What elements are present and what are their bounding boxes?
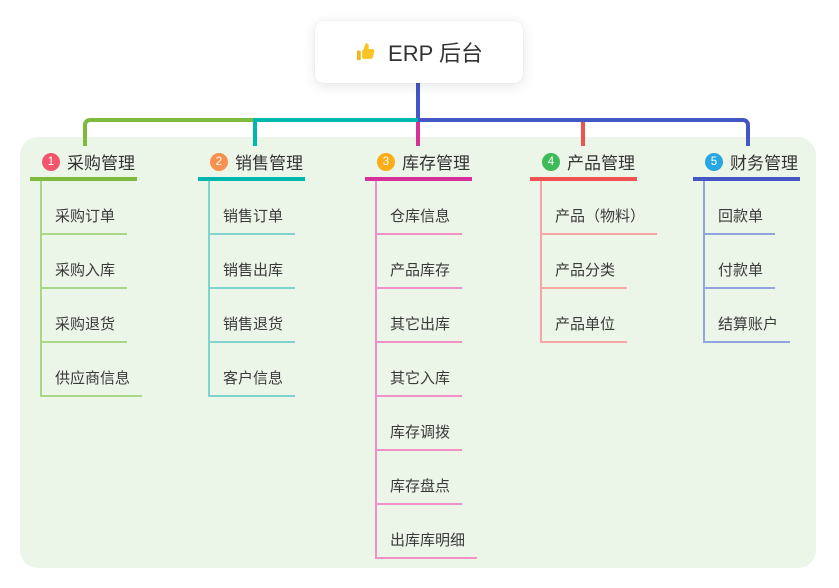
node-item-label: 产品单位 xyxy=(542,313,628,343)
branch-number-badge: 2 xyxy=(210,152,228,171)
connector-branch-1 xyxy=(83,118,253,146)
node-item-label: 采购退货 xyxy=(42,313,128,343)
branch-items: 采购订单采购入库采购退货供应商信息 xyxy=(40,181,143,397)
node-item[interactable]: 产品（物料） xyxy=(542,181,658,235)
branch-title[interactable]: 2 销售管理 xyxy=(198,146,305,181)
node-item[interactable]: 产品分类 xyxy=(542,235,628,289)
node-item-label: 采购入库 xyxy=(42,259,128,289)
node-item-label: 产品库存 xyxy=(377,259,463,289)
branch-number-badge: 3 xyxy=(377,152,395,171)
node-item[interactable]: 供应商信息 xyxy=(42,343,143,397)
node-item[interactable]: 结算账户 xyxy=(705,289,791,343)
node-item-label: 出库库明细 xyxy=(377,529,478,559)
node-item[interactable]: 客户信息 xyxy=(210,343,296,397)
node-item[interactable]: 其它入库 xyxy=(377,343,463,397)
connector-branch-4 xyxy=(581,122,585,146)
node-item-label: 采购订单 xyxy=(42,205,128,235)
node-item-label: 仓库信息 xyxy=(377,205,463,235)
node-item-label: 供应商信息 xyxy=(42,367,143,397)
node-item-label: 产品分类 xyxy=(542,259,628,289)
branch-title-label: 库存管理 xyxy=(402,154,470,173)
node-item-label: 付款单 xyxy=(705,259,776,289)
node-item-label: 销售订单 xyxy=(210,205,296,235)
node-item[interactable]: 销售订单 xyxy=(210,181,296,235)
node-item[interactable]: 采购入库 xyxy=(42,235,128,289)
branch-number-badge: 4 xyxy=(542,152,560,171)
root-node[interactable]: ERP 后台 xyxy=(315,21,523,83)
node-item-label: 库存调拨 xyxy=(377,421,463,451)
branch-title-label: 财务管理 xyxy=(730,154,798,173)
node-item[interactable]: 付款单 xyxy=(705,235,776,289)
root-connector-line xyxy=(416,83,420,122)
node-item[interactable]: 仓库信息 xyxy=(377,181,463,235)
node-item[interactable]: 库存盘点 xyxy=(377,451,463,505)
node-item-label: 结算账户 xyxy=(705,313,791,343)
node-item[interactable]: 出库库明细 xyxy=(377,505,478,559)
branch-title[interactable]: 5 财务管理 xyxy=(693,146,800,181)
connector-branch-3 xyxy=(416,122,420,146)
node-item[interactable]: 其它出库 xyxy=(377,289,463,343)
branch-title[interactable]: 1 采购管理 xyxy=(30,146,137,181)
branch-title-label: 采购管理 xyxy=(67,154,135,173)
node-item-label: 销售退货 xyxy=(210,313,296,343)
branch-title-label: 销售管理 xyxy=(235,154,303,173)
branch-1: 1 采购管理采购订单采购入库采购退货供应商信息 xyxy=(30,146,143,397)
branch-title[interactable]: 3 库存管理 xyxy=(365,146,472,181)
node-item-label: 其它入库 xyxy=(377,367,463,397)
branch-title-label: 产品管理 xyxy=(567,154,635,173)
node-item-label: 回款单 xyxy=(705,205,776,235)
node-item[interactable]: 销售退货 xyxy=(210,289,296,343)
root-title: ERP 后台 xyxy=(388,41,483,66)
branch-number-badge: 1 xyxy=(42,152,60,171)
node-item[interactable]: 采购订单 xyxy=(42,181,128,235)
branch-2: 2 销售管理销售订单销售出库销售退货客户信息 xyxy=(198,146,305,397)
node-item[interactable]: 销售出库 xyxy=(210,235,296,289)
branch-3: 3 库存管理仓库信息产品库存其它出库其它入库库存调拨库存盘点出库库明细 xyxy=(365,146,478,559)
node-item-label: 客户信息 xyxy=(210,367,296,397)
node-item-label: 产品（物料） xyxy=(542,205,658,235)
branch-5: 5 财务管理回款单付款单结算账户 xyxy=(693,146,800,343)
branch-title[interactable]: 4 产品管理 xyxy=(530,146,637,181)
node-item[interactable]: 采购退货 xyxy=(42,289,128,343)
connector-branch-2 xyxy=(253,118,418,146)
branch-items: 产品（物料） 产品分类产品单位 xyxy=(540,181,658,343)
node-item-label: 库存盘点 xyxy=(377,475,463,505)
node-item[interactable]: 产品单位 xyxy=(542,289,628,343)
node-item[interactable]: 回款单 xyxy=(705,181,776,235)
connector-branch-5 xyxy=(418,118,750,146)
branch-4: 4 产品管理产品（物料） 产品分类产品单位 xyxy=(530,146,658,343)
branches-panel xyxy=(20,137,816,568)
thumbs-up-icon xyxy=(355,41,378,64)
branch-items: 销售订单销售出库销售退货客户信息 xyxy=(208,181,296,397)
node-item[interactable]: 产品库存 xyxy=(377,235,463,289)
branch-number-badge: 5 xyxy=(705,152,723,171)
branch-items: 回款单付款单结算账户 xyxy=(703,181,791,343)
node-item-label: 其它出库 xyxy=(377,313,463,343)
node-item-label: 销售出库 xyxy=(210,259,296,289)
branch-items: 仓库信息产品库存其它出库其它入库库存调拨库存盘点出库库明细 xyxy=(375,181,478,559)
node-item[interactable]: 库存调拨 xyxy=(377,397,463,451)
